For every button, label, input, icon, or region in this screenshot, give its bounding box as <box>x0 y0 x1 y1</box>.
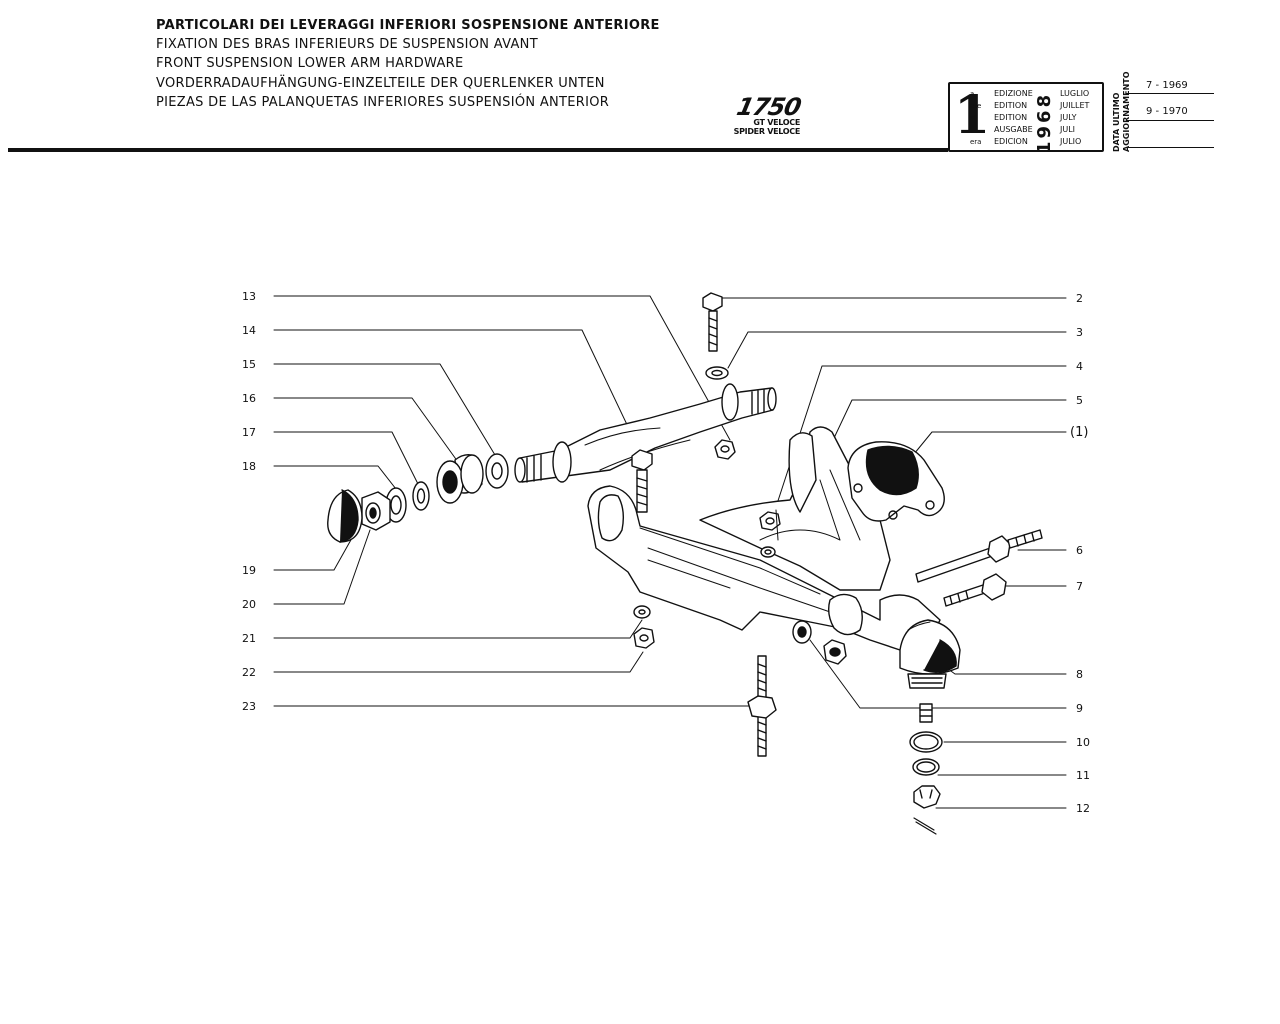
callout-9: 9 <box>1076 702 1083 715</box>
part-bushing-16 <box>436 453 484 504</box>
edition-suffix: era <box>970 138 982 146</box>
callout-23: 23 <box>242 700 256 713</box>
leader-lines-left <box>273 295 761 707</box>
part-bolt-14 <box>631 449 653 513</box>
edition-month: JUILLET <box>1060 101 1090 110</box>
callout-2: 2 <box>1076 292 1083 305</box>
part-pivot-shaft <box>514 383 777 483</box>
callout-8: 8 <box>1076 668 1083 681</box>
part-ball-joint-8 <box>899 619 961 723</box>
title-german: VORDERRADAUFHÄNGUNG-EINZELTEILE DER QUER… <box>156 75 605 91</box>
callout-7: 7 <box>1076 580 1083 593</box>
edition-month: JULIO <box>1060 137 1082 146</box>
callout-22: 22 <box>242 666 256 679</box>
edition-word: EDITION <box>994 113 1028 122</box>
callout-19: 19 <box>242 564 256 577</box>
title-italian: PARTICOLARI DEI LEVERAGGI INFERIORI SOSP… <box>156 18 660 33</box>
part-bolt-7 <box>943 573 1007 607</box>
callout-18: 18 <box>242 460 256 473</box>
edition-suffix: st <box>970 114 977 122</box>
part-nut-22 <box>633 627 655 649</box>
model-variant-spider: SPIDER VELOCE <box>733 127 801 136</box>
model-variant-gt: GT VELOCE <box>753 118 800 127</box>
part-washer-21 <box>633 605 651 619</box>
callout-15: 15 <box>242 358 256 371</box>
update-line <box>1126 93 1214 94</box>
edition-word: EDITION <box>994 101 1028 110</box>
edition-number: 1 <box>954 85 991 146</box>
callout-11: 11 <box>1076 769 1090 782</box>
callout-5: 5 <box>1076 394 1083 407</box>
part-nut-20 <box>361 491 391 531</box>
callout-21: 21 <box>242 632 256 645</box>
callout-17: 17 <box>242 426 256 439</box>
part-stud-23 <box>747 655 777 757</box>
part-washer-3 <box>705 366 729 380</box>
edition-month: LUGLIO <box>1060 89 1090 98</box>
edition-suffix: ere <box>970 102 982 110</box>
callout-1: (1) <box>1070 425 1088 440</box>
part-bolt-6 <box>915 529 1043 583</box>
edition-month: JULY <box>1060 113 1077 122</box>
callout-10: 10 <box>1076 736 1090 749</box>
part-cap-19 <box>327 489 363 543</box>
edition-suffix: a <box>970 90 975 98</box>
edition-word: EDICION <box>994 137 1028 146</box>
title-french: FIXATION DES BRAS INFERIEURS DE SUSPENSI… <box>156 37 538 53</box>
title-english: FRONT SUSPENSION LOWER ARM HARDWARE <box>156 56 464 72</box>
part-castle-nut-12 <box>913 785 941 835</box>
update-date: 7 - 1969 <box>1146 80 1188 91</box>
callout-14: 14 <box>242 324 256 337</box>
title-spanish: PIEZAS DE LAS PALANQUETAS INFERIORES SUS… <box>156 94 610 110</box>
part-lower-arm <box>587 426 941 651</box>
callout-13: 13 <box>242 290 256 303</box>
part-washer-15 <box>485 453 509 489</box>
callout-4: 4 <box>1076 360 1083 373</box>
edition-word: EDIZIONE <box>994 89 1033 98</box>
callout-3: 3 <box>1076 326 1083 339</box>
edition-month: JULI <box>1060 125 1076 134</box>
leader-lines-right <box>721 297 1067 809</box>
callout-labels-left: 13 14 15 16 17 18 19 20 21 22 23 <box>242 290 256 713</box>
edition-box: 1 a ere st . era EDIZIONE EDITION EDITIO… <box>948 82 1104 154</box>
callout-labels-right: 2 3 4 5 (1) 6 7 8 9 10 11 12 <box>1070 292 1090 815</box>
update-date: 9 - 1970 <box>1146 106 1188 117</box>
update-line <box>1126 147 1214 148</box>
model-badge: 1750 GT VELOCE SPIDER VELOCE <box>720 93 803 136</box>
header-rule <box>8 148 948 152</box>
edition-word: AUSGABE <box>994 125 1033 134</box>
edition-suffix: . <box>970 126 973 134</box>
callout-16: 16 <box>242 392 256 405</box>
callout-20: 20 <box>242 598 256 611</box>
callout-12: 12 <box>1076 802 1090 815</box>
callout-6: 6 <box>1076 544 1083 557</box>
update-line <box>1126 120 1214 121</box>
part-washer-17 <box>412 481 430 511</box>
title-block: PARTICOLARI DEI LEVERAGGI INFERIORI SOSP… <box>156 16 660 112</box>
part-bracket-1 <box>847 441 945 522</box>
part-bolt-2 <box>702 292 723 352</box>
